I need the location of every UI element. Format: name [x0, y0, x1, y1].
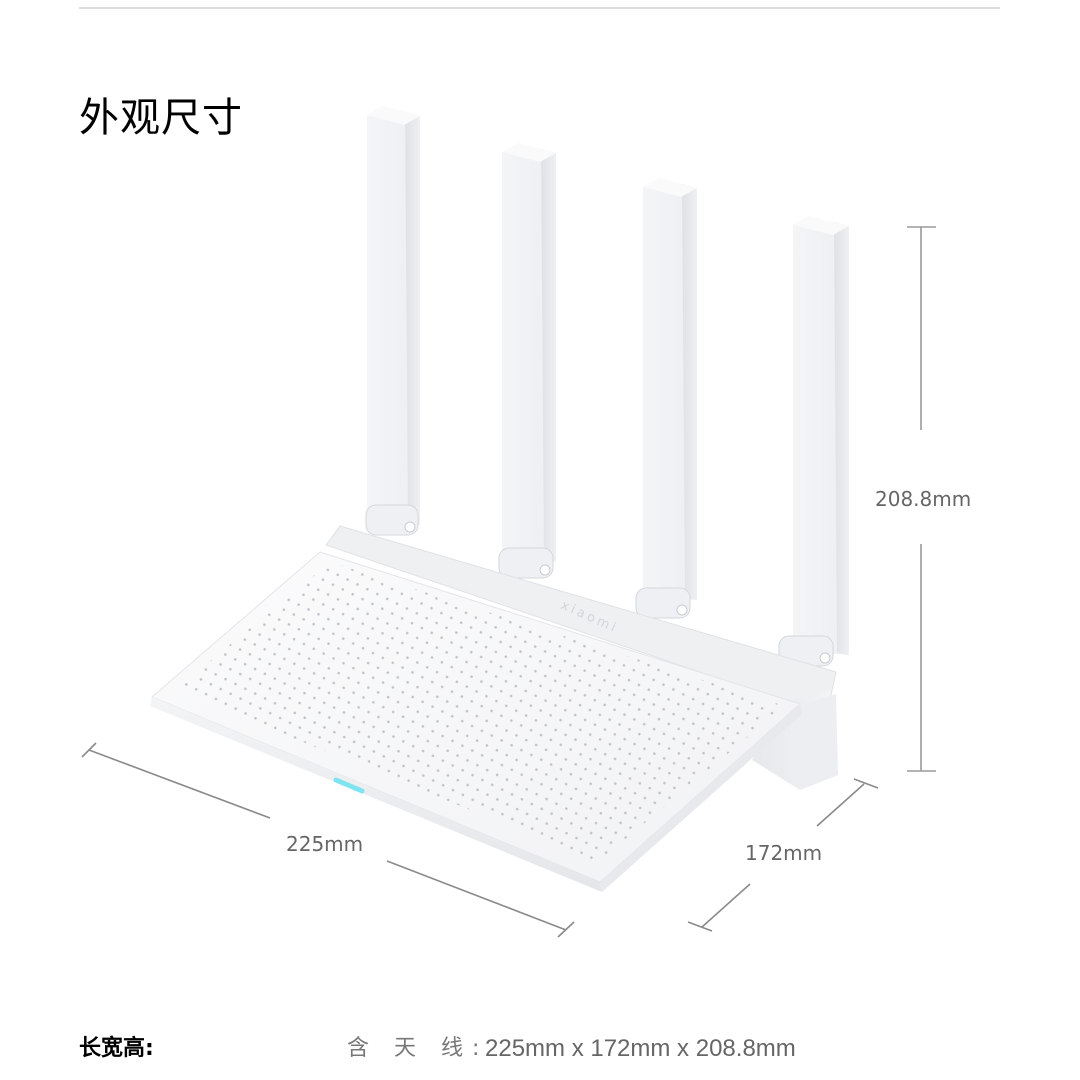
section-title: 外观尺寸	[79, 95, 243, 141]
height-dimension-label: 208.8mm	[875, 487, 972, 511]
width-dimension	[81, 742, 575, 938]
antenna-3	[635, 178, 697, 619]
depth-dimension-label: 172mm	[745, 841, 823, 865]
dimensions-spec-row: 长宽高: 含 天 线: 225mm x 172mm x 208.8mm	[79, 1032, 999, 1068]
status-led	[333, 777, 365, 794]
width-dimension-label: 225mm	[286, 832, 364, 856]
depth-dimension	[687, 778, 879, 932]
antenna-1	[365, 106, 420, 536]
spec-value: 225mm x 172mm x 208.8mm	[485, 1035, 796, 1062]
antenna-4	[778, 216, 849, 667]
top-divider	[79, 7, 1000, 9]
spec-prefix: 含 天 线:	[347, 1036, 489, 1061]
antenna-2	[498, 143, 556, 579]
router-illustration: xiaomi	[81, 106, 936, 938]
height-dimension	[907, 226, 936, 772]
spec-label: 长宽高:	[79, 1036, 154, 1061]
